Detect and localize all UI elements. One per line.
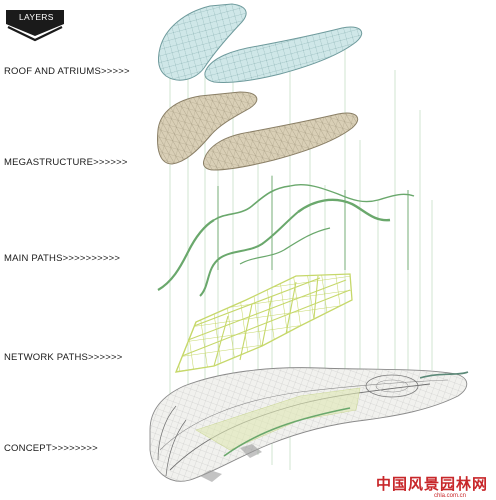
watermark: 中国风景园林网: [375, 475, 488, 493]
label-megastructure: MEGASTRUCTURE>>>>>>: [4, 157, 128, 168]
label-concept: CONCEPT>>>>>>>>: [4, 443, 98, 454]
layers-tab: [6, 10, 64, 42]
roof-atriums-layer: [157, 3, 363, 83]
label-roof-atriums: ROOF AND ATRIUMS>>>>>: [4, 66, 130, 77]
network-paths-layer: [174, 273, 353, 373]
label-main-paths: MAIN PATHS>>>>>>>>>>: [4, 253, 121, 264]
megastructure-layer: [157, 91, 359, 171]
concept-layer: [149, 367, 469, 482]
layers-title: LAYERS: [19, 12, 54, 22]
main-paths-layer: [157, 176, 415, 297]
watermark-sub: chla.com.cn: [433, 493, 466, 499]
label-network-paths: NETWORK PATHS>>>>>>: [4, 352, 123, 363]
layers-header: LAYERS: [6, 10, 64, 36]
